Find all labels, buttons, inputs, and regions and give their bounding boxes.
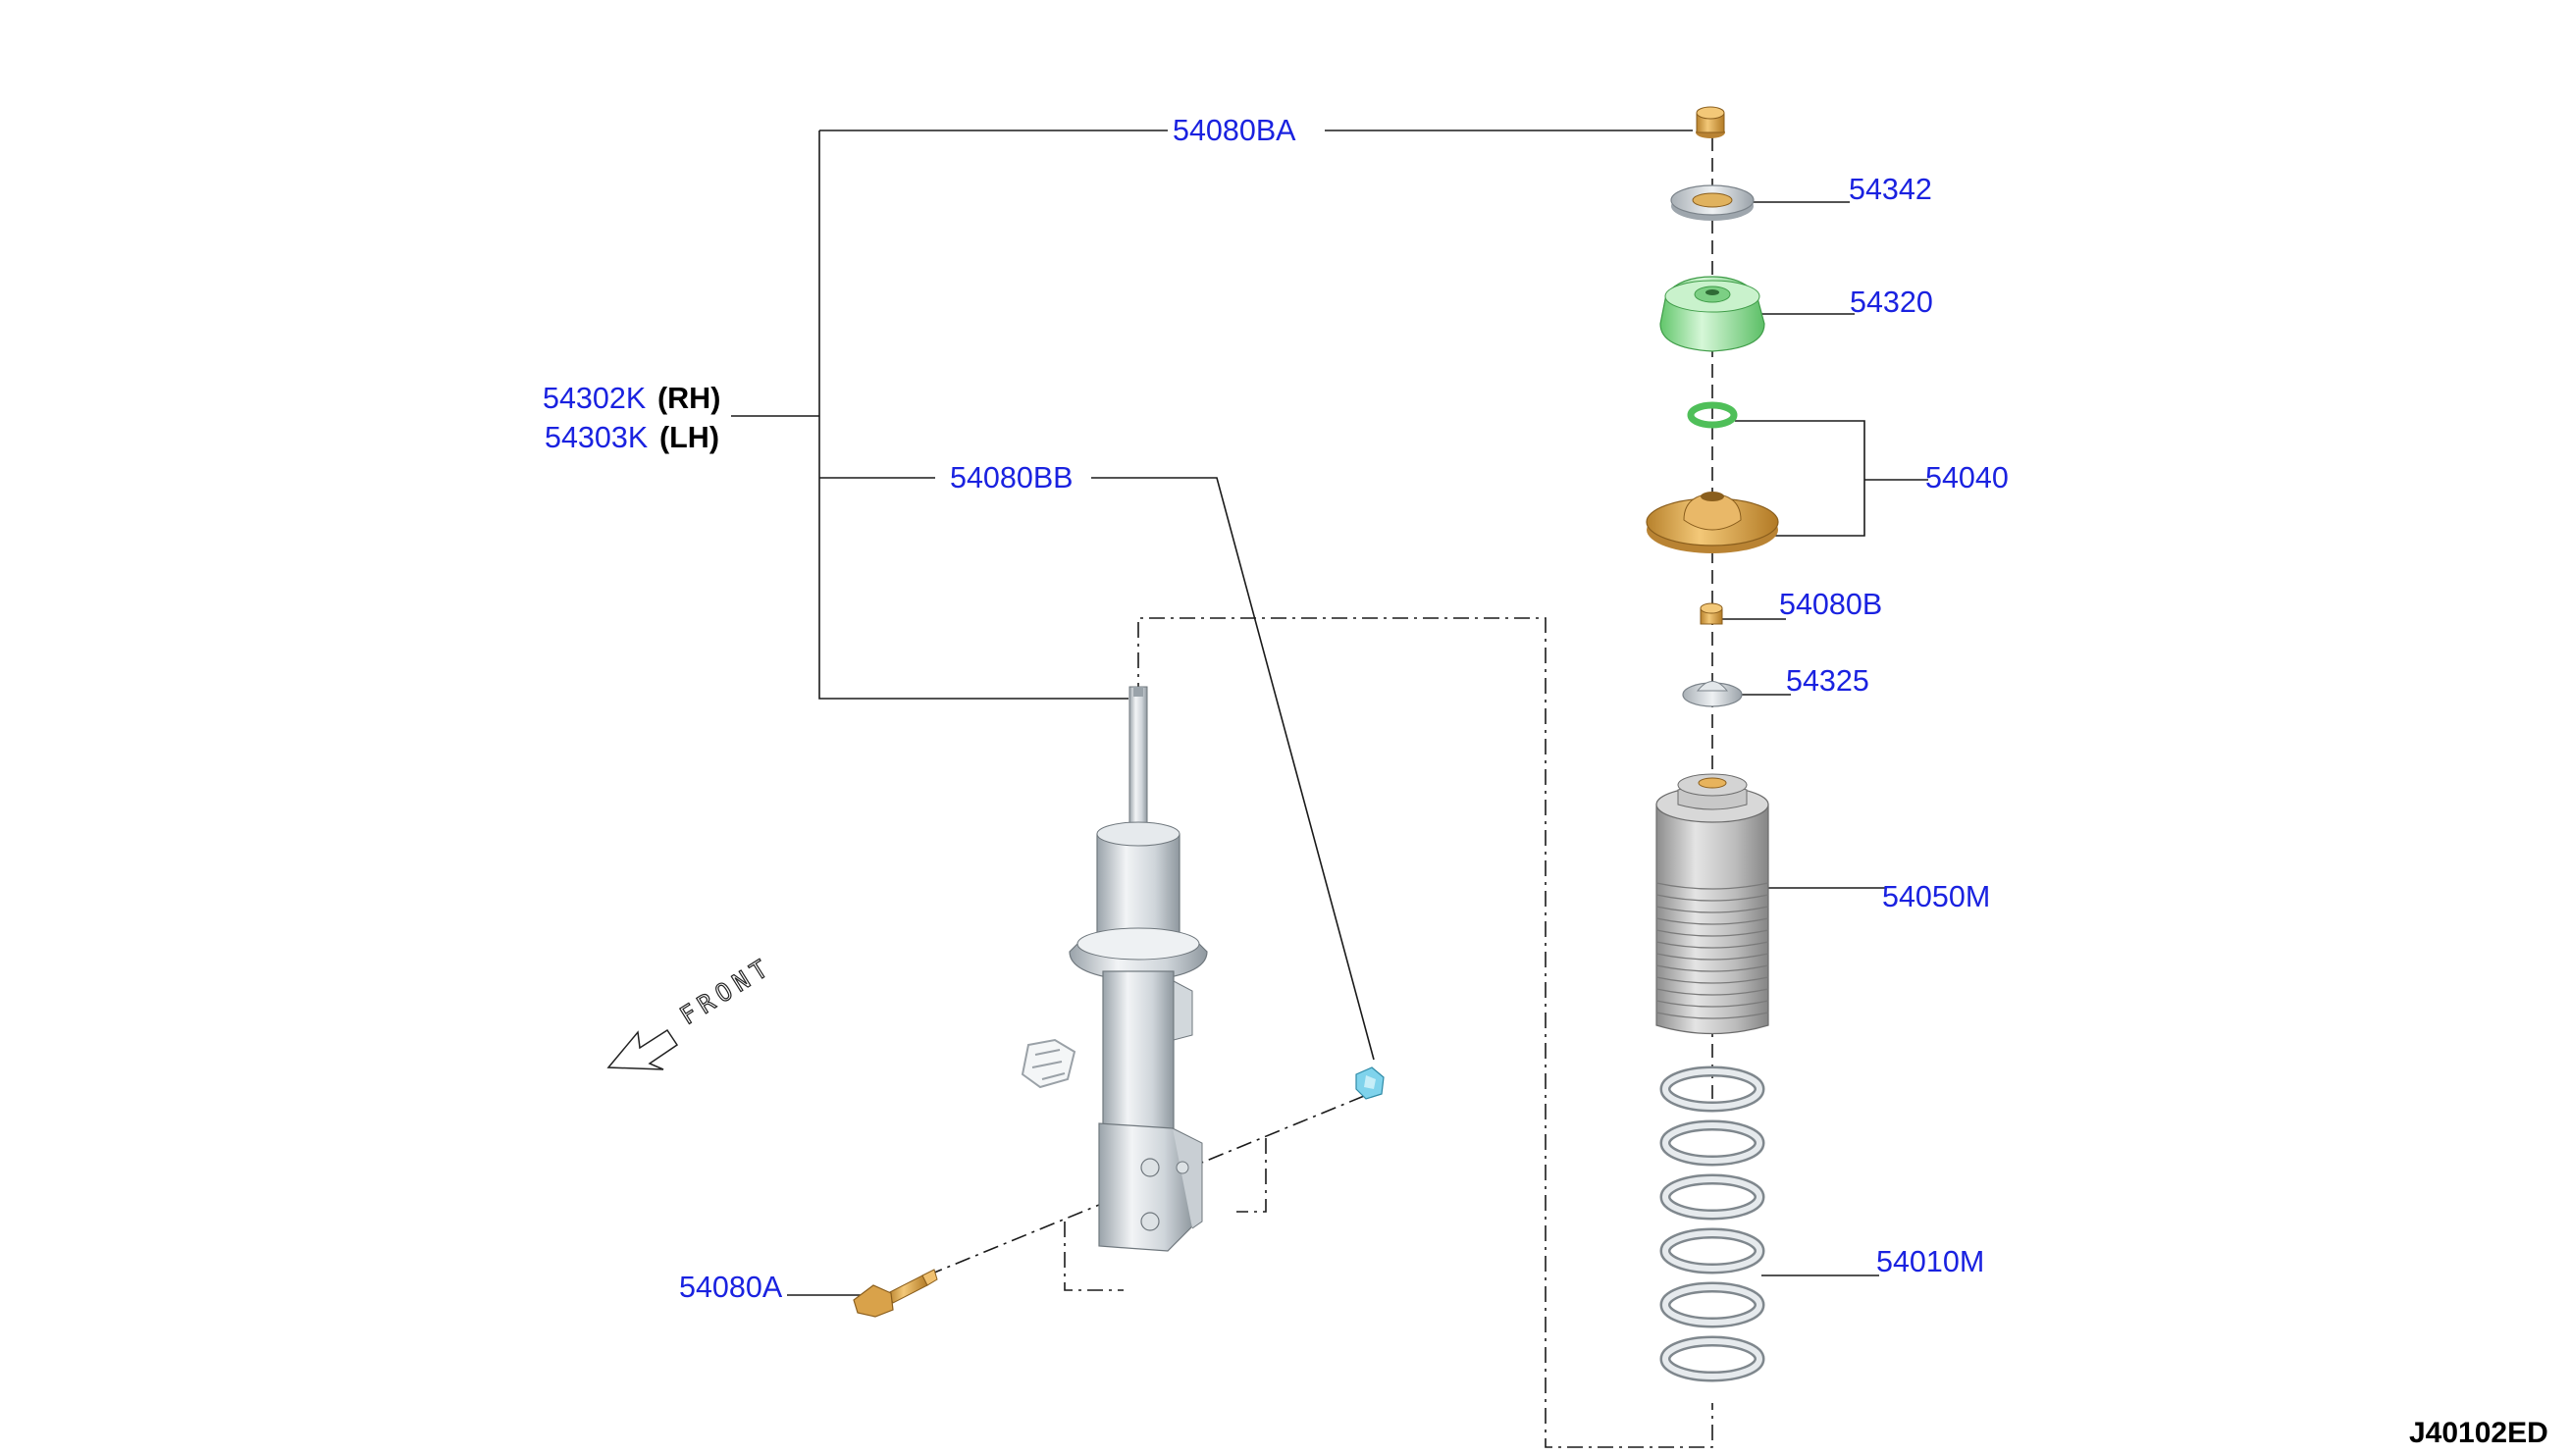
strut-assembly-part [1021, 686, 1208, 1252]
bearing-seat-part [1670, 184, 1755, 221]
top-nut-part [1696, 106, 1725, 138]
label-54080B: 54080B [1779, 588, 1882, 621]
label-54320: 54320 [1850, 286, 1933, 319]
label-rh: (RH) [657, 382, 720, 415]
label-54302K: 54302K [543, 382, 646, 415]
small-nut-part [1700, 602, 1723, 625]
label-54080BA: 54080BA [1173, 114, 1296, 147]
label-54342: 54342 [1849, 173, 1932, 206]
label-lh: (LH) [659, 421, 719, 454]
dust-boot-part [1655, 773, 1769, 1035]
label-54325: 54325 [1786, 664, 1869, 698]
front-arrow-icon [606, 1028, 679, 1070]
label-54303K: 54303K [545, 421, 648, 454]
coil-spring-part [1659, 1066, 1765, 1382]
label-54010M: 54010M [1876, 1245, 1984, 1278]
label-54080BB: 54080BB [950, 461, 1074, 494]
knuckle-nut-part [1355, 1066, 1385, 1100]
mount-insulator-part [1659, 276, 1765, 352]
drawing-code: J40102ED [2409, 1417, 2548, 1449]
knuckle-bolt-part [853, 1269, 938, 1318]
label-54040: 54040 [1925, 461, 2009, 494]
front-label: FRONT [675, 952, 778, 1030]
green-ring-part [1687, 401, 1738, 429]
label-54050M: 54050M [1882, 880, 1990, 913]
spring-seat-plate-part [1646, 492, 1779, 553]
bumper-seat-part [1682, 681, 1743, 707]
label-54080A: 54080A [679, 1271, 783, 1304]
center-lines [926, 137, 1713, 1448]
